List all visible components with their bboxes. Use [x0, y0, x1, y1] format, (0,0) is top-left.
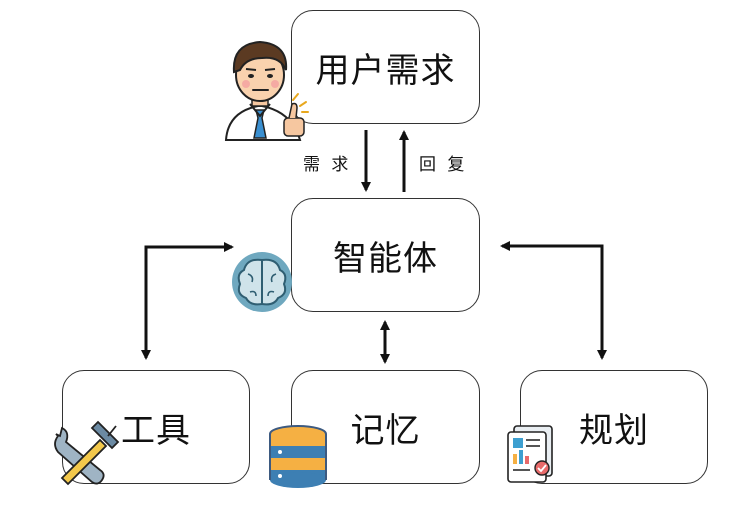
user-request-label: 用户需求 [315, 50, 456, 91]
database-icon [269, 425, 327, 488]
brain-icon [232, 252, 292, 312]
user-request-box: 用户需求 [291, 10, 480, 124]
document-chart-icon [507, 425, 553, 483]
tool-label: 工具 [121, 410, 191, 451]
reply-edge-label: 回 复 [419, 155, 468, 175]
wrench-hammer-icon [54, 420, 120, 486]
plan-arrow [500, 241, 607, 360]
agent-label: 智能体 [333, 238, 438, 279]
request-edge-label: 需 求 [303, 155, 352, 175]
memory-box: 记忆 [291, 370, 480, 484]
person-with-thumbs-up-icon [224, 40, 309, 141]
plan-label: 规划 [579, 410, 649, 451]
tool-arrow [141, 242, 234, 360]
memory-label: 记忆 [350, 410, 421, 451]
agent-box: 智能体 [291, 198, 480, 312]
